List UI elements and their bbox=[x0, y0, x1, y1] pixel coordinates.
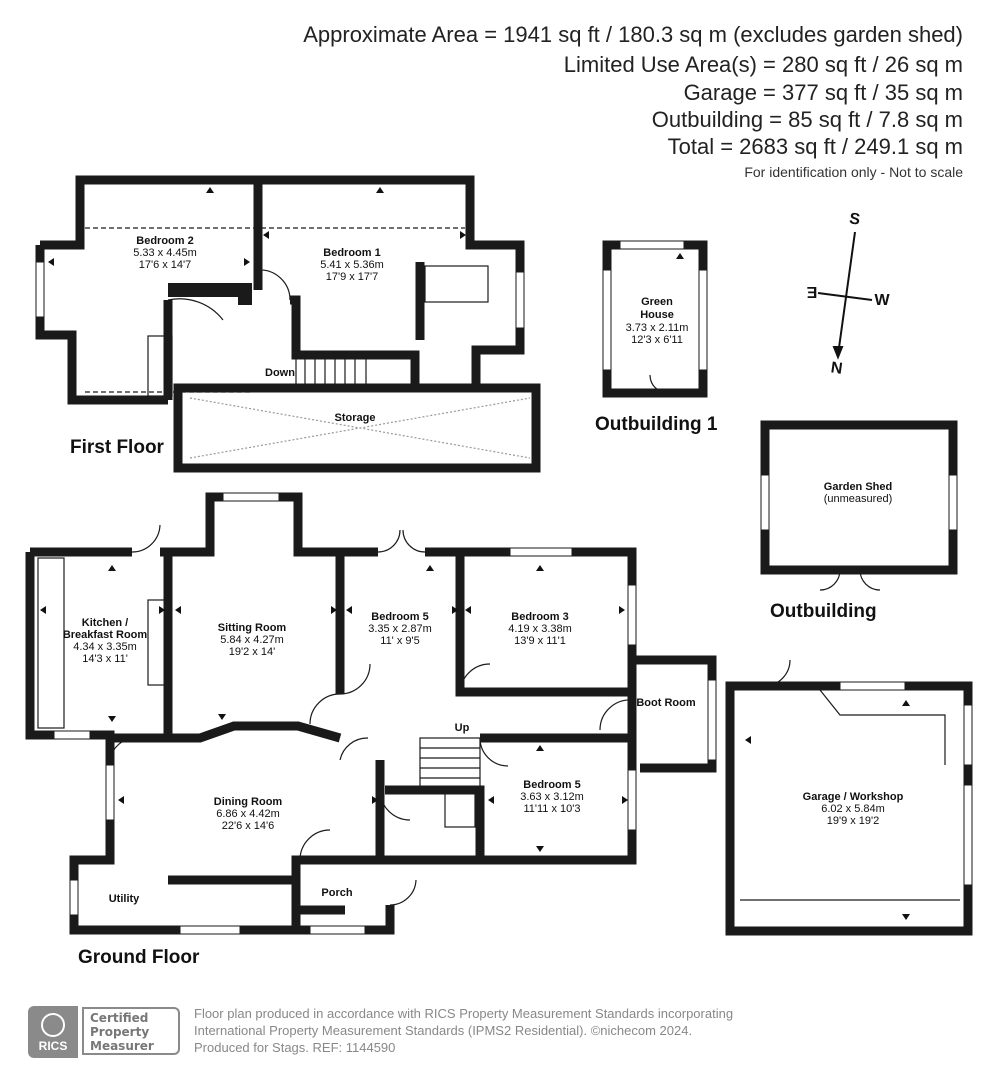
area-line-outbuilding: Outbuilding = 85 sq ft / 7.8 sq m bbox=[651, 107, 963, 132]
outbuilding1-label: Outbuilding 1 bbox=[595, 414, 718, 435]
porch-name: Porch bbox=[321, 887, 352, 899]
rics-emblem-icon bbox=[41, 1013, 65, 1037]
greenhouse-metric: 3.73 x 2.11m bbox=[626, 322, 689, 334]
garage-imperial: 19'9 x 19'2 bbox=[827, 815, 880, 827]
bedroom1-imperial: 17'9 x 17'7 bbox=[326, 271, 379, 283]
dining-metric: 6.86 x 4.42m bbox=[216, 808, 280, 820]
dining-name: Dining Room bbox=[214, 796, 283, 808]
first-floor-label: First Floor bbox=[70, 437, 165, 458]
area-line-garage: Garage = 377 sq ft / 35 sq m bbox=[683, 80, 963, 105]
bedroom5b-imperial: 11'11 x 10'3 bbox=[523, 803, 580, 815]
kitchen-metric: 4.34 x 3.35m bbox=[73, 641, 137, 653]
greenhouse-name2: House bbox=[640, 309, 674, 321]
bedroom5a-metric: 3.35 x 2.87m bbox=[368, 623, 432, 635]
shed-name: Garden Shed bbox=[824, 481, 892, 493]
badge-line2: Property bbox=[90, 1025, 150, 1039]
compass-s: S bbox=[848, 210, 861, 228]
bedroom5b-name: Bedroom 5 bbox=[523, 779, 580, 791]
bedroom5b-metric: 3.63 x 3.12m bbox=[520, 791, 584, 803]
down-label: Down bbox=[265, 367, 295, 379]
ground-floor-plan bbox=[25, 492, 717, 935]
sitting-imperial: 19'2 x 14' bbox=[229, 646, 275, 658]
kitchen-name1: Kitchen / bbox=[82, 617, 128, 629]
bootroom-name: Boot Room bbox=[636, 697, 695, 709]
rics-badge: RICS Certified Property Measurer bbox=[28, 1006, 184, 1058]
bedroom2-metric: 5.33 x 4.45m bbox=[133, 247, 197, 259]
kitchen-imperial: 14'3 x 11' bbox=[82, 653, 128, 665]
garage-name: Garage / Workshop bbox=[803, 791, 904, 803]
compass bbox=[817, 231, 873, 360]
badge-line3: Measurer bbox=[90, 1039, 154, 1053]
compass-w: W bbox=[874, 292, 890, 309]
first-floor-plan bbox=[35, 175, 541, 473]
rics-word: RICS bbox=[38, 1039, 68, 1053]
certified-property-measurer: Certified Property Measurer bbox=[82, 1007, 180, 1055]
bedroom2-imperial: 17'6 x 14'7 bbox=[139, 259, 192, 271]
bedroom1-metric: 5.41 x 5.36m bbox=[320, 259, 384, 271]
bedroom3-metric: 4.19 x 3.38m bbox=[508, 623, 572, 635]
badge-line1: Certified bbox=[90, 1011, 149, 1025]
bedroom2-name: Bedroom 2 bbox=[136, 235, 193, 247]
up-label: Up bbox=[455, 722, 470, 734]
sitting-metric: 5.84 x 4.27m bbox=[220, 634, 284, 646]
footer-line2: International Property Measurement Stand… bbox=[194, 1023, 693, 1038]
greenhouse-name1: Green bbox=[641, 296, 673, 308]
floor-plan: S E W N First Floor Outbuilding 1 Outbui… bbox=[25, 175, 973, 968]
sitting-name: Sitting Room bbox=[218, 622, 287, 634]
bedroom5a-imperial: 11' x 9'5 bbox=[380, 635, 419, 647]
kitchen-name2: Breakfast Room bbox=[63, 629, 148, 641]
bedroom3-imperial: 13'9 x 11'1 bbox=[514, 635, 566, 647]
outbuilding-label: Outbuilding bbox=[770, 601, 877, 622]
bedroom2-wall bbox=[40, 175, 263, 290]
footer-line1: Floor plan produced in accordance with R… bbox=[194, 1006, 734, 1021]
storage-name: Storage bbox=[335, 412, 376, 424]
footer-notes: Floor plan produced in accordance with R… bbox=[194, 1005, 733, 1056]
area-line-approx: Approximate Area = 1941 sq ft / 180.3 sq… bbox=[303, 22, 963, 47]
shed-note: (unmeasured) bbox=[824, 493, 892, 505]
dining-imperial: 22'6 x 14'6 bbox=[222, 820, 275, 832]
area-line-limited: Limited Use Area(s) = 280 sq ft / 26 sq … bbox=[563, 52, 963, 77]
compass-e: E bbox=[806, 283, 817, 300]
area-line-total: Total = 2683 sq ft / 249.1 sq m bbox=[667, 134, 963, 159]
utility-name: Utility bbox=[109, 893, 140, 905]
bedroom5a-name: Bedroom 5 bbox=[371, 611, 428, 623]
bedroom1-wall bbox=[258, 175, 525, 388]
footer-line3: Produced for Stags. REF: 1144590 bbox=[194, 1040, 396, 1055]
scale-note: For identification only - Not to scale bbox=[744, 164, 963, 180]
bedroom1-name: Bedroom 1 bbox=[323, 247, 380, 259]
bedroom3-name: Bedroom 3 bbox=[511, 611, 568, 623]
greenhouse-imperial: 12'3 x 6'11 bbox=[631, 334, 683, 346]
rics-logo: RICS bbox=[28, 1006, 78, 1058]
ground-floor-label: Ground Floor bbox=[78, 947, 200, 968]
compass-n: N bbox=[830, 359, 844, 377]
garage-metric: 6.02 x 5.84m bbox=[821, 803, 885, 815]
